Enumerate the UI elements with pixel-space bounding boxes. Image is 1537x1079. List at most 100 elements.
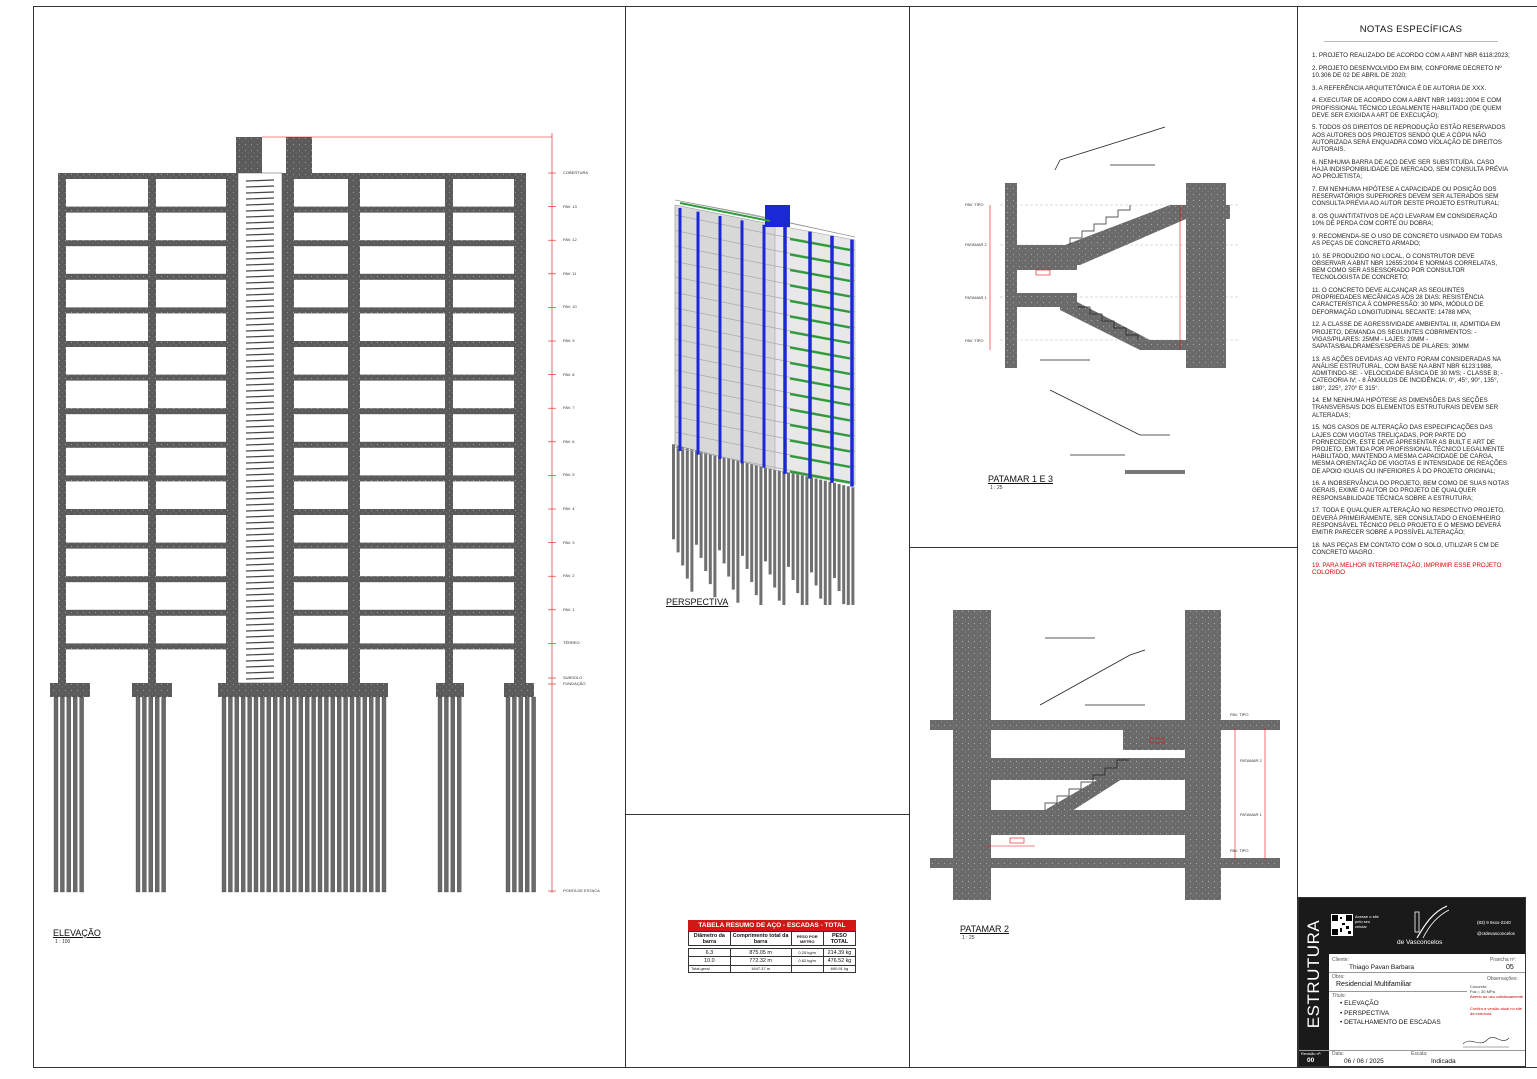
stair-step (245, 311, 275, 314)
steel-r0c2: 0.25 kg/m (790, 948, 824, 958)
pile (349, 696, 355, 893)
stair-step (245, 653, 275, 656)
steel-r1c2: 0.62 kg/m (790, 956, 824, 966)
level-label: PAV. 2 (563, 573, 575, 579)
floor-beam (58, 609, 526, 616)
pile (298, 696, 303, 893)
pile (221, 696, 227, 893)
stair-step (245, 665, 275, 668)
pile (337, 696, 342, 893)
pile (311, 696, 316, 893)
note-item: 1. PROJETO REALIZADO DE ACORDO COM A ABN… (1312, 52, 1510, 59)
titulo-list: • ELEVAÇÃO • PERSPECTIVA • DETALHAMENTO … (1340, 999, 1441, 1028)
stair-step (245, 671, 275, 674)
persp-beam-green (789, 439, 851, 453)
signature-stamp-icon (1462, 1037, 1510, 1048)
level-label: PAV. 7 (563, 405, 575, 411)
steel-h3: PESO TOTAL (822, 930, 857, 947)
persp-beam-green (789, 454, 851, 469)
stair-step (245, 365, 275, 368)
pile (525, 696, 530, 893)
stair-step (245, 257, 275, 260)
stair-step (245, 479, 275, 482)
persp-beam-green (789, 470, 851, 484)
titulo-item-0: • ELEVAÇÃO (1340, 1000, 1379, 1007)
note-item: 5. TODOS OS DIREITOS DE REPRODUÇÃO ESTÃO… (1312, 124, 1506, 154)
stair-step (245, 515, 275, 518)
steel-r0c3: 214.39 kg (822, 948, 857, 958)
pile (135, 696, 141, 893)
persp-pile (782, 470, 786, 605)
note-item: 6. NENHUMA BARRA DE AÇO DEVE SER SUBSTIT… (1312, 158, 1508, 181)
escala-value: Indicada (1431, 1058, 1456, 1065)
stair-step (245, 251, 275, 254)
level-label: PAV. 13 (563, 203, 577, 209)
steel-table-title: TABELA RESUMO DE AÇO - ESCADAS - TOTAL (688, 920, 856, 931)
prancha-value: 05 (1506, 964, 1514, 971)
stair-step (245, 497, 275, 500)
persp-beam-green (789, 315, 851, 329)
level-label: PAV. 6 (563, 438, 575, 444)
persp-pile (773, 468, 777, 588)
stair-step (245, 587, 275, 590)
divider-1 (625, 6, 626, 1068)
steel-table-grid: Diâmetro da barra Comprimento total da b… (688, 930, 857, 973)
pile (142, 696, 147, 893)
patamar2-drawing (930, 610, 1280, 900)
steel-h0: Diâmetro da barra (688, 930, 731, 947)
pile (450, 696, 455, 893)
persp-pile (837, 484, 841, 592)
persp-pile (814, 478, 818, 586)
stair-step (245, 341, 275, 344)
persp-beam-green (789, 361, 851, 376)
level-label: PAV. 9 (563, 338, 575, 343)
steel-h2: PESO POR METRO (790, 930, 824, 947)
stair-step (245, 335, 275, 338)
pile (505, 696, 511, 893)
floor-beam (58, 441, 526, 448)
patamar2-scale: 1 : 25 (962, 935, 975, 941)
stair-step (245, 647, 275, 650)
stair-step (245, 329, 275, 332)
table-row: 6.3 875.05 m 0.25 kg/m 214.39 kg (688, 948, 857, 958)
persp-pile (800, 475, 804, 605)
tb-rule-1 (1329, 972, 1525, 973)
notes-list: 1. PROJETO REALIZADO DE ACORDO COM A ABN… (1312, 52, 1510, 556)
pile (155, 696, 160, 893)
p2-label-patamar2: PATAMAR 2 (1240, 758, 1262, 763)
patamar13-scale: 1 : 25 (990, 485, 1003, 491)
stair-step (245, 407, 275, 410)
persp-pile (750, 463, 754, 583)
stair-step (245, 437, 275, 440)
divider-4 (909, 547, 1297, 548)
pile (362, 696, 367, 893)
persp-beam-green (789, 423, 851, 438)
steel-h1: Comprimento total da barra (729, 930, 792, 947)
stair-step (245, 305, 275, 308)
stair-step (245, 179, 275, 182)
persp-beam-green (789, 284, 851, 298)
discipline-label: ESTRUTURA (1304, 919, 1323, 1029)
floor-beam (58, 509, 526, 515)
revisao-label: Revisão nº: (1301, 1051, 1322, 1056)
pile (375, 696, 380, 893)
qr-code-icon (1331, 914, 1353, 936)
stair-step (245, 551, 275, 554)
stair-step (245, 605, 275, 608)
stair-step (245, 377, 275, 380)
steel-r0c1: 875.05 m (729, 948, 792, 958)
stair-step (245, 581, 275, 584)
stair-step (245, 503, 275, 506)
pile (343, 696, 348, 893)
floor-beam (58, 576, 526, 583)
stair-step (245, 635, 275, 638)
stair-step (245, 569, 275, 572)
stair-step (245, 545, 275, 548)
obra-value: Residencial Multifamiliar (1336, 981, 1412, 988)
persp-pile (681, 446, 685, 566)
persp-pile (718, 455, 721, 551)
pile (279, 696, 284, 893)
persp-pile (722, 456, 726, 564)
floor-beam (58, 341, 526, 347)
pile (260, 696, 265, 893)
